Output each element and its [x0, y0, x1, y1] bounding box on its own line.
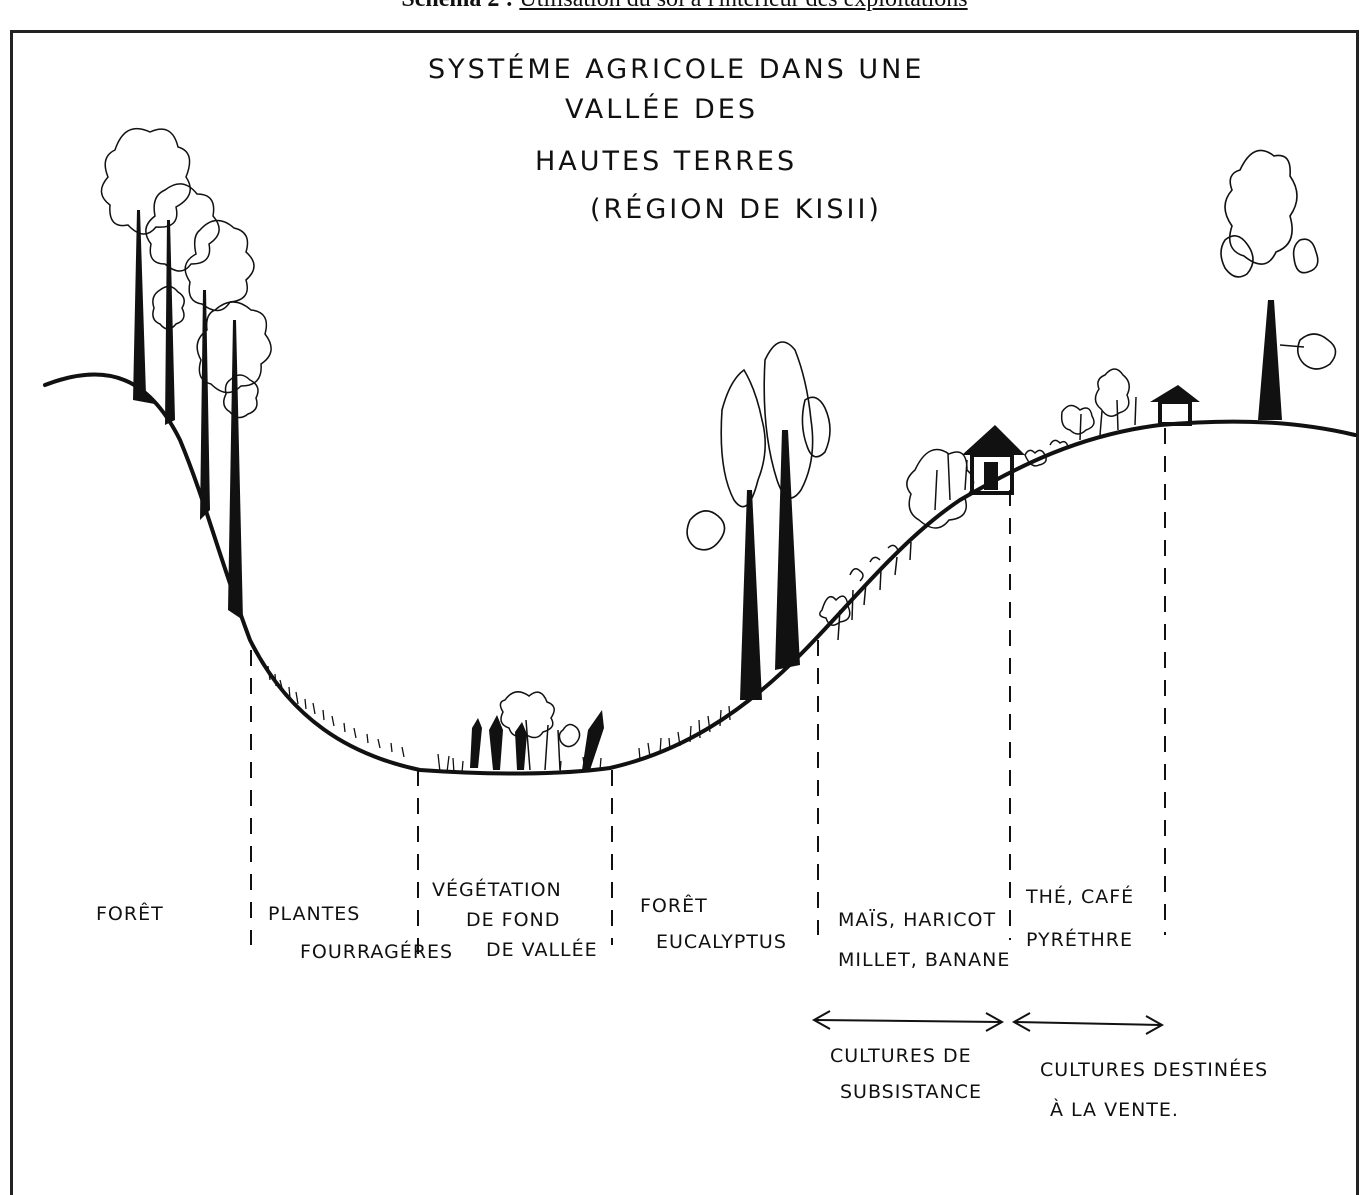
cash-crops [1024, 368, 1137, 467]
title-line-1: SYSTÉME AGRICOLE DANS UNE [428, 53, 924, 85]
arrow-subsistence [811, 1010, 1005, 1032]
group-label-cultures-de: CULTURES DE [830, 1045, 972, 1067]
hut-1 [962, 425, 1025, 495]
diagram-title: SYSTÉME AGRICOLE DANS UNE VALLÉE DES HAU… [428, 53, 924, 225]
crop-group-labels: CULTURES DE SUBSISTANCE CULTURES DESTINÉ… [830, 1045, 1268, 1121]
diagram-frame [10, 30, 1359, 1195]
grass-tufts [267, 665, 731, 774]
zone-label-vegetation: VÉGÉTATION [432, 878, 562, 901]
forest-trees-left [100, 127, 272, 620]
group-label-a-la-vente: À LA VENTE. [1050, 1098, 1179, 1121]
title-line-3: HAUTES TERRES [535, 146, 797, 177]
zone-label-de-fond: DE FOND [466, 909, 560, 931]
caption-prefix: Schéma 2 [401, 0, 499, 12]
zone-label-de-vallee: DE VALLÉE [486, 938, 598, 961]
zone-label-pyrethre: PYRÉTHRE [1026, 928, 1133, 951]
title-line-2: VALLÉE DES [565, 93, 758, 125]
zone-dividers [250, 428, 1166, 960]
zone-labels: FORÊT PLANTES FOURRAGÉRES VÉGÉTATION DE … [96, 878, 1134, 971]
tree-right [1220, 149, 1337, 420]
hut-2 [1150, 385, 1200, 426]
caption-text: Utilisation du sol à l'intérieur des exp… [519, 0, 967, 12]
subsistence-crops [819, 448, 975, 641]
zone-label-foret-2: FORÊT [640, 894, 708, 917]
group-label-cultures-destinees: CULTURES DESTINÉES [1040, 1058, 1268, 1081]
zone-label-eucalyptus: EUCALYPTUS [656, 931, 787, 953]
zone-label-millet-banane: MILLET, BANANE [838, 949, 1010, 971]
zone-label-plantes: PLANTES [268, 903, 360, 925]
eucalyptus-trees [686, 341, 831, 700]
caption-separator: : [499, 0, 519, 12]
group-label-subsistance: SUBSISTANCE [840, 1081, 982, 1103]
crop-group-arrows [811, 1010, 1165, 1035]
zone-label-mais-haricot: MAÏS, HARICOT [838, 908, 996, 931]
arrow-sale [1011, 1012, 1165, 1035]
zone-label-the-cafe: THÉ, CAFÉ [1025, 885, 1134, 908]
zone-label-foret: FORÊT [96, 902, 164, 925]
zone-label-fourrageres: FOURRAGÉRES [300, 940, 453, 963]
title-line-4: (RÉGION DE KISII) [590, 193, 882, 225]
figure-caption: Schéma 2 : Utilisation du sol à l'intéri… [0, 0, 1369, 13]
valley-bottom-vegetation [470, 691, 604, 771]
